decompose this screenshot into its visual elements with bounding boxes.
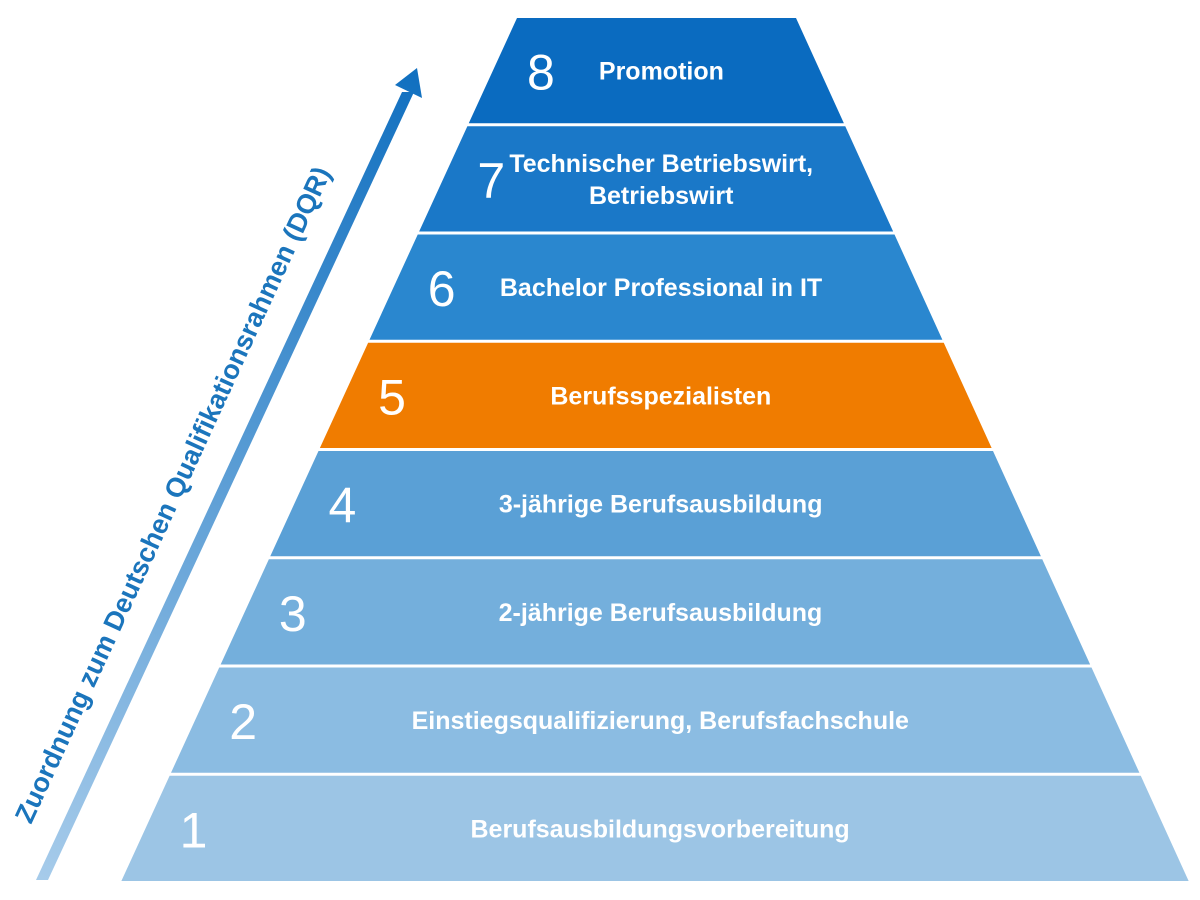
dqr-level-5: 5 Berufsspezialisten bbox=[319, 342, 992, 448]
dqr-level-6-band bbox=[369, 234, 943, 340]
dqr-level-1-band bbox=[121, 775, 1189, 881]
dqr-level-2-label: Einstiegsqualifizierung, Berufsfachschul… bbox=[412, 707, 909, 735]
dqr-level-8-number: 8 bbox=[527, 45, 555, 101]
progression-arrow-shaft bbox=[36, 92, 414, 880]
dqr-level-3: 3 2-jährige Berufsausbildung bbox=[220, 559, 1091, 665]
dqr-level-6-label: Bachelor Professional in IT bbox=[500, 274, 822, 302]
dqr-level-7-band bbox=[419, 126, 894, 232]
progression-arrow bbox=[36, 68, 422, 880]
dqr-level-4-label: 3-jährige Berufsausbildung bbox=[499, 491, 823, 519]
dqr-level-5-number: 5 bbox=[378, 369, 406, 425]
dqr-level-3-label: 2-jährige Berufsausbildung bbox=[499, 599, 823, 627]
dqr-level-2-band bbox=[171, 667, 1140, 773]
dqr-level-2: 2 Einstiegsqualifizierung, Berufsfachschu… bbox=[171, 667, 1140, 773]
dqr-level-4-number: 4 bbox=[328, 478, 356, 534]
dqr-level-8-band bbox=[468, 18, 844, 124]
dqr-level-6: 6 Bachelor Professional in IT bbox=[369, 234, 943, 340]
dqr-level-4: 4 3-jährige Berufsausbildung bbox=[270, 451, 1041, 557]
pyramid-levels: 1 Berufsausbildungsvorbereitung 2 Einstiegs… bbox=[121, 18, 1189, 881]
dqr-level-8-label: Promotion bbox=[599, 58, 724, 86]
dqr-level-3-band bbox=[220, 559, 1091, 665]
dqr-level-3-number: 3 bbox=[279, 586, 307, 642]
dqr-level-7-label-line-2: Betriebswirt bbox=[589, 182, 734, 210]
dqr-level-6-number: 6 bbox=[428, 261, 456, 317]
dqr-level-8: 8 Promotion bbox=[468, 18, 844, 124]
dqr-level-5-label: Berufsspezialisten bbox=[550, 382, 771, 410]
dqr-level-5-band bbox=[319, 342, 992, 448]
dqr-level-2-number: 2 bbox=[229, 694, 257, 750]
dqr-level-4-band bbox=[270, 451, 1041, 557]
dqr-level-1: 1 Berufsausbildungsvorbereitung bbox=[121, 775, 1189, 881]
dqr-level-7-label-line-1: Technischer Betriebswirt, bbox=[509, 150, 813, 178]
progression-arrow-head-icon bbox=[395, 68, 422, 98]
dqr-level-1-label: Berufsausbildungsvorbereitung bbox=[470, 815, 849, 843]
dqr-level-1-number: 1 bbox=[180, 802, 208, 858]
dqr-level-7-number: 7 bbox=[477, 153, 505, 209]
